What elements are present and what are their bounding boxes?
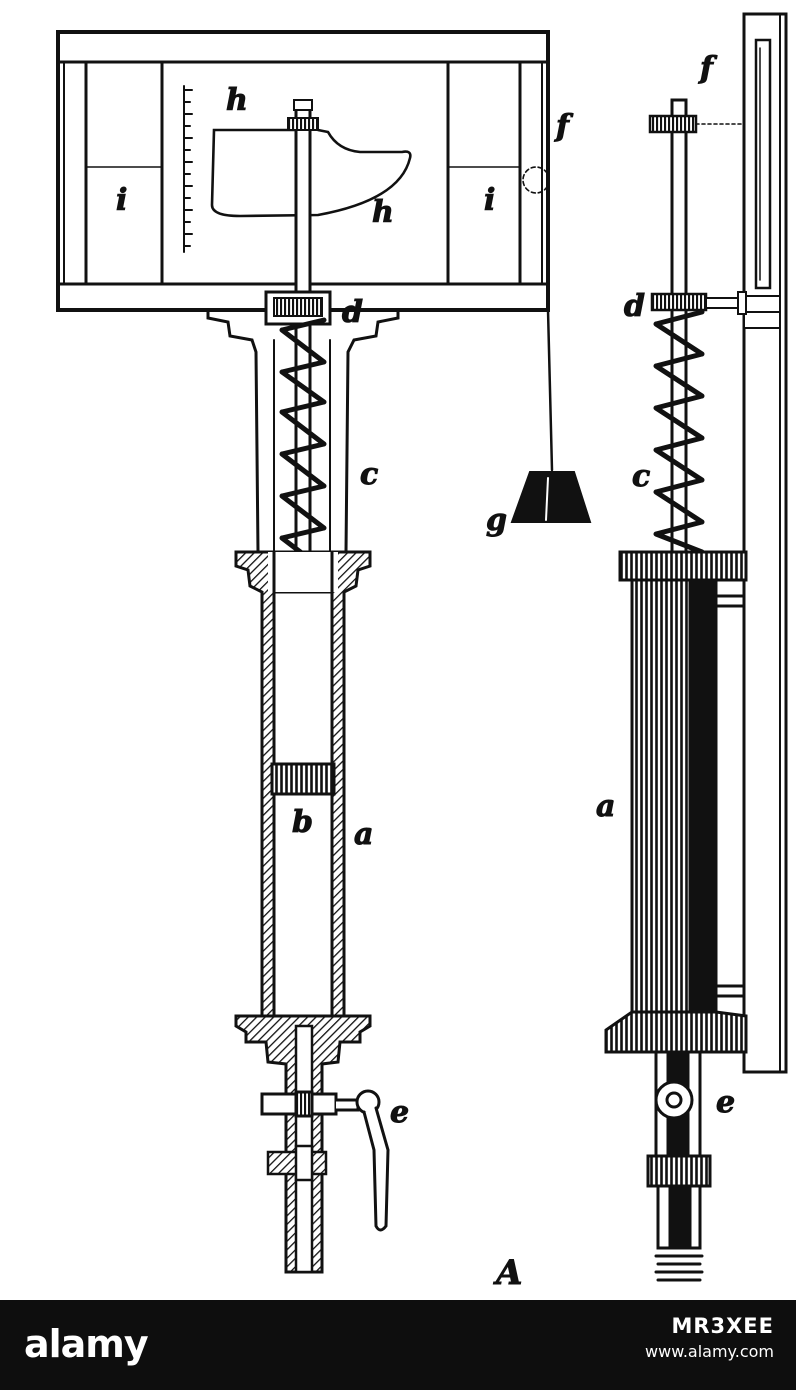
- indicator-card-curve: [210, 128, 412, 218]
- label-f-right: f: [698, 51, 718, 86]
- label-i-left: i: [116, 183, 127, 218]
- label-e-right: e: [716, 1085, 735, 1120]
- label-h-bottom: h: [372, 195, 394, 230]
- indicator-diagram: h h i i f d c g b a e A: [56, 12, 788, 1294]
- image-code: MR3XEE www.alamy.com: [645, 1314, 774, 1361]
- stop-cock-right[interactable]: [646, 1050, 712, 1282]
- label-c-right: c: [632, 459, 650, 494]
- label-d-right: d: [624, 289, 645, 324]
- nut-d-right: [650, 292, 708, 312]
- brand-logo: alamy: [24, 1322, 149, 1366]
- label-e-left: e: [390, 1095, 409, 1130]
- top-nut-right: [648, 114, 698, 134]
- label-f-left: f: [554, 109, 574, 144]
- watermark-footer: alamy MR3XEE www.alamy.com: [0, 1300, 796, 1390]
- mounting-board: [742, 12, 788, 1074]
- site-url: www.alamy.com: [645, 1342, 774, 1361]
- stop-cock-left[interactable]: [260, 1089, 390, 1232]
- piston-b: [270, 762, 336, 796]
- image-id: MR3XEE: [671, 1314, 774, 1338]
- label-i-right: i: [484, 183, 495, 218]
- label-h-top: h: [226, 83, 248, 118]
- label-d-left: d: [342, 295, 363, 330]
- cord-and-weight: [510, 166, 592, 523]
- exterior-view: f d c a e: [596, 12, 788, 1282]
- label-b: b: [292, 805, 313, 840]
- label-g: g: [486, 503, 507, 538]
- figure-letter: A: [493, 1253, 522, 1293]
- spring-right: [653, 309, 705, 555]
- neck: [206, 308, 400, 554]
- label-a-left: a: [354, 817, 373, 852]
- cylinder-exterior: [604, 550, 748, 1054]
- label-c-left: c: [360, 457, 378, 492]
- pressure-scale: [183, 85, 193, 253]
- sectional-view: h h i i f d c g b a e A: [56, 30, 592, 1294]
- rod-collar: [287, 117, 319, 131]
- label-a-right: a: [596, 789, 615, 824]
- lower-fitting: [234, 1014, 372, 1274]
